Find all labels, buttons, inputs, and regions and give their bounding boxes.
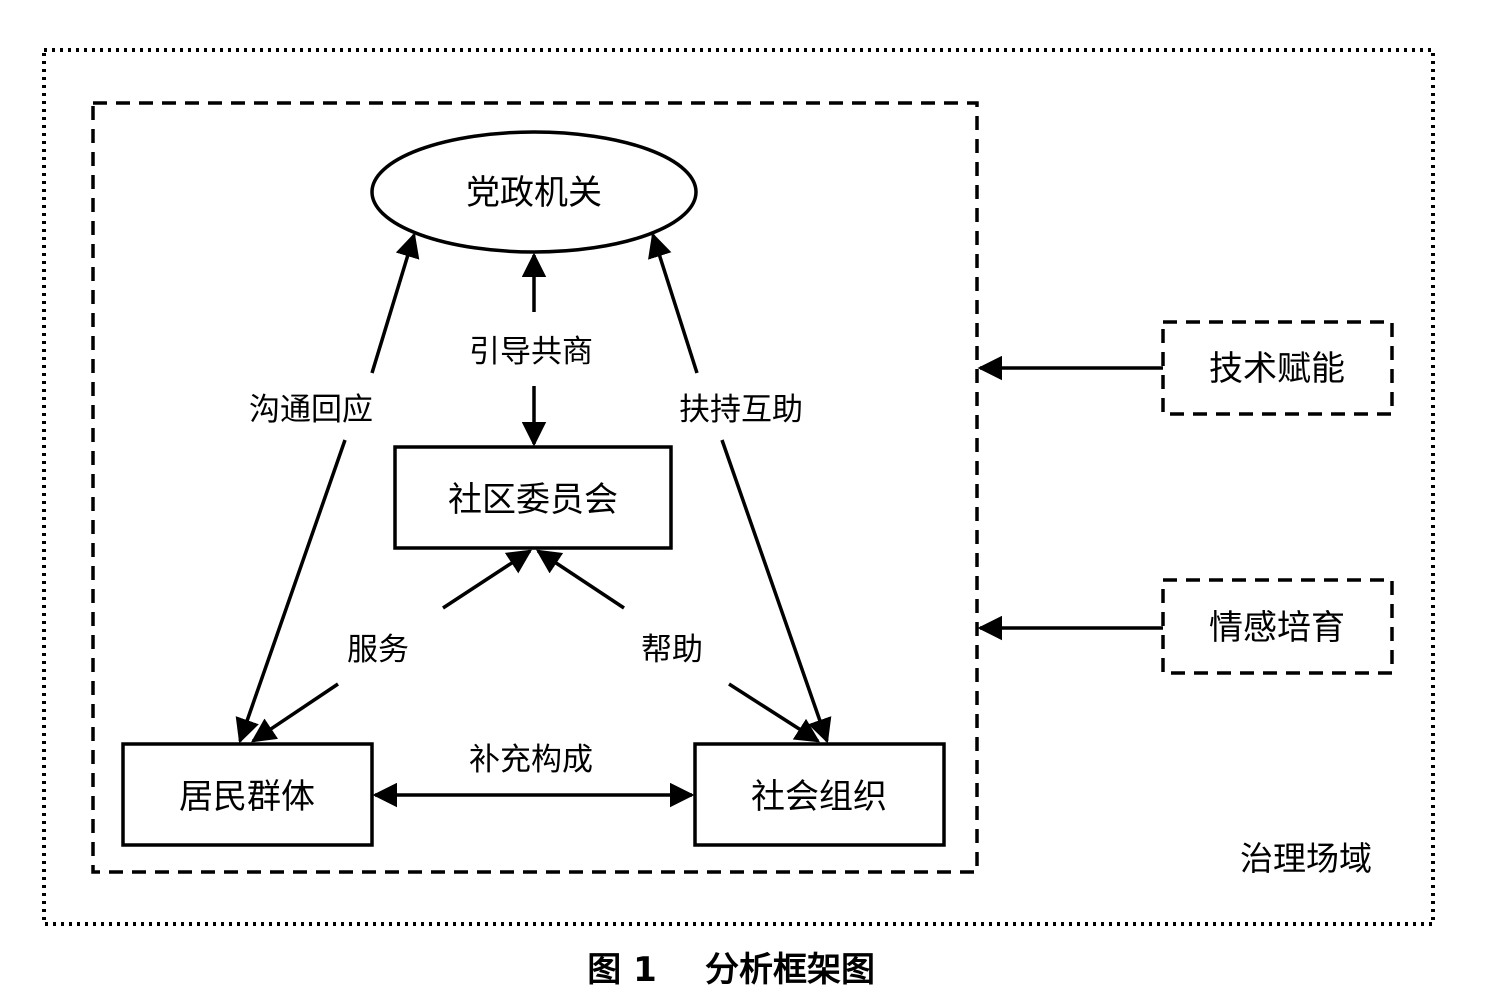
communicate-label: 沟通回应 bbox=[249, 392, 373, 428]
complement-label: 补充构成 bbox=[469, 742, 593, 778]
figure-caption-title: 分析框架图 bbox=[705, 950, 875, 990]
residents-label: 居民群体 bbox=[179, 777, 315, 817]
party-gov-label: 党政机关 bbox=[466, 173, 602, 213]
figure-caption-number: 图 1 bbox=[587, 950, 657, 990]
social-org-label: 社会组织 bbox=[751, 777, 887, 817]
support-arrow-down bbox=[720, 439, 832, 744]
governance-field-boundary bbox=[42, 48, 1435, 926]
actor-system-boundary bbox=[91, 101, 979, 874]
communicate-arrow-up bbox=[370, 232, 420, 374]
support-arrow-up bbox=[648, 232, 699, 374]
governance-field-label: 治理场域 bbox=[1240, 839, 1372, 878]
residents-node bbox=[121, 742, 374, 847]
service-label: 服务 bbox=[347, 632, 409, 668]
emotion-cultivate-label: 情感培育 bbox=[1209, 608, 1345, 648]
guide-label: 引导共商 bbox=[469, 334, 593, 370]
help-label: 帮助 bbox=[641, 632, 703, 668]
communicate-arrow-down bbox=[235, 439, 347, 744]
help-arrow-up bbox=[535, 549, 625, 610]
service-arrow-up bbox=[442, 549, 533, 610]
social-org-node bbox=[693, 742, 946, 847]
party-gov-node bbox=[370, 130, 698, 254]
service-arrow-down bbox=[250, 682, 339, 743]
tech-empower-node bbox=[1161, 320, 1394, 416]
tech-empower-label: 技术赋能 bbox=[1209, 349, 1345, 389]
support-label: 扶持互助 bbox=[679, 392, 803, 428]
emotion-cultivate-node bbox=[1161, 578, 1394, 675]
community-committee-label: 社区委员会 bbox=[448, 480, 618, 520]
help-arrow-down bbox=[728, 682, 821, 743]
community-committee-node bbox=[393, 445, 673, 550]
